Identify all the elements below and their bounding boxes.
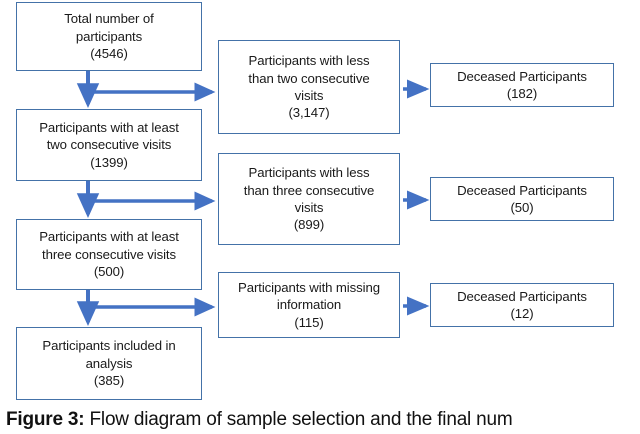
node-deceased-participants-3[interactable]: Deceased Participants (12) [430, 283, 614, 327]
node-at-least-two-visits[interactable]: Participants with at least two consecuti… [16, 109, 202, 181]
node-line-2: analysis [85, 355, 133, 371]
node-count: (1399) [90, 154, 128, 170]
node-count: (12) [510, 306, 534, 321]
node-line-1: Participants with missing [238, 279, 380, 295]
node-less-than-two-visits[interactable]: Participants with less than two consecut… [218, 40, 400, 134]
node-count: (500) [93, 264, 125, 280]
node-line-1: Deceased Participants [457, 182, 587, 198]
node-deceased-participants-2[interactable]: Deceased Participants (50) [430, 177, 614, 221]
node-deceased-participants-1[interactable]: Deceased Participants (182) [430, 63, 614, 107]
node-count: (899) [293, 217, 325, 233]
node-at-least-three-visits[interactable]: Participants with at least three consecu… [16, 219, 202, 290]
node-line-1: Deceased Participants [457, 288, 587, 304]
node-line-2: two consecutive visits [46, 137, 172, 153]
node-count: (115) [294, 314, 324, 330]
node-count: (4546) [90, 46, 128, 62]
node-missing-information[interactable]: Participants with missing information (1… [218, 272, 400, 338]
node-line-1: Participants with less [248, 53, 370, 69]
node-count: (385) [93, 373, 125, 389]
node-count: (3,147) [288, 105, 330, 121]
node-line-1: Deceased Participants [457, 68, 587, 84]
node-line-2: than two consecutive [248, 70, 370, 86]
node-line-1: Participants with at least [39, 119, 179, 135]
node-line-2: information [276, 297, 342, 313]
figure-caption-label: Figure 3: [6, 409, 85, 430]
node-line-3: visits [294, 200, 324, 215]
node-line-1: Total number of [64, 11, 154, 27]
node-count: (182) [506, 86, 538, 101]
node-line-2: participants [75, 28, 143, 44]
node-line-1: Participants included in [42, 338, 176, 354]
node-total-participants[interactable]: Total number of participants (4546) [16, 2, 202, 71]
figure-caption-text: Flow diagram of sample selection and the… [84, 409, 513, 430]
node-line-1: Participants with less [248, 165, 370, 181]
node-less-than-three-visits[interactable]: Participants with less than three consec… [218, 153, 400, 245]
figure-caption: Figure 3: Flow diagram of sample selecti… [6, 409, 640, 431]
node-line-3: visits [294, 88, 324, 103]
node-line-1: Participants with at least [39, 229, 179, 245]
node-count: (50) [510, 200, 534, 215]
node-line-2: than three consecutive [243, 182, 375, 198]
node-included-in-analysis[interactable]: Participants included in analysis (385) [16, 327, 202, 400]
node-line-2: three consecutive visits [42, 246, 176, 262]
